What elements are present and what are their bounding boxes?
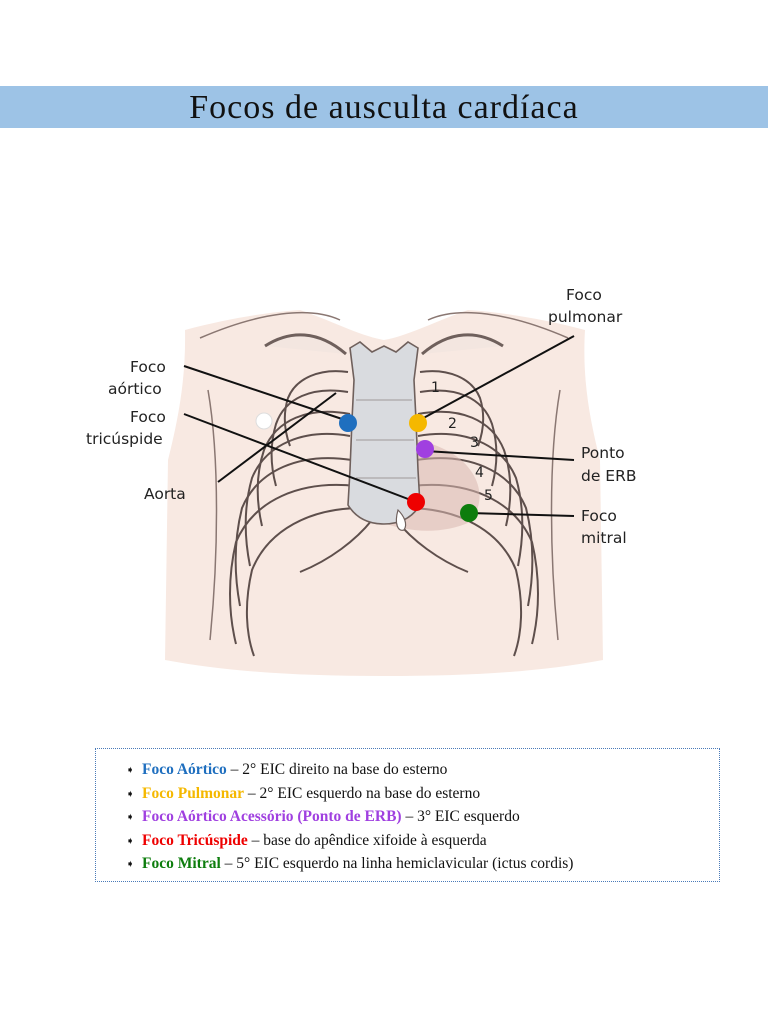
rib-number-5: 5 <box>484 488 493 504</box>
arrow-bullet-icon: ➧ <box>126 835 135 847</box>
label-aorta: Aorta <box>144 485 186 503</box>
legend-focus-name: Foco Mitral <box>142 855 221 872</box>
arrow-bullet-icon: ➧ <box>126 812 135 823</box>
legend-item-tricuspid: ➧ Foco Tricúspide – base do apêndice xifo… <box>126 829 573 853</box>
tricuspid-focus-dot <box>407 493 425 511</box>
title-band <box>0 86 768 128</box>
legend-focus-name: Foco Pulmonar <box>142 784 245 802</box>
legend-list: ➧ Foco Aórtico – 2° EIC direito na base d… <box>126 758 573 876</box>
legend-description: – 3° EIC esquerdo <box>401 808 520 825</box>
label-ponto-erb-line1: Ponto <box>581 444 625 462</box>
label-foco-pulmonar-line1: Foco <box>566 286 602 304</box>
sternal-segments <box>356 399 416 479</box>
arrow-bullet-icon: ➧ <box>126 788 135 800</box>
auscultation-diagram: 1 2 3 4 5 Foco pulmonar Foco aórtico Foc… <box>0 270 768 690</box>
label-foco-pulmonar-line2: pulmonar <box>548 308 623 326</box>
legend-item-pulmonary: ➧ Foco Pulmonar – 2° EIC esquerdo na base… <box>126 782 573 806</box>
label-foco-mitral-line1: Foco <box>581 507 617 525</box>
rib-number-3: 3 <box>470 435 479 451</box>
rib-number-1: 1 <box>431 380 440 396</box>
arrow-bullet-icon: ➧ <box>126 859 135 870</box>
left-clavicle <box>421 333 504 356</box>
pulmonary-focus-dot <box>409 414 427 432</box>
erb-point-dot <box>416 440 434 458</box>
legend-description: – 5° EIC esquerdo na linha hemiclavicula… <box>220 855 574 872</box>
label-foco-tricuspide-line2: tricúspide <box>86 430 163 448</box>
legend-description: – 2° EIC direito na base do esterno <box>226 761 448 778</box>
label-foco-tricuspide-line1: Foco <box>130 408 166 426</box>
aorta-marker <box>255 412 273 430</box>
rib-number-4: 4 <box>475 465 484 481</box>
leader-lines <box>183 335 575 517</box>
rib-number-2: 2 <box>448 416 457 432</box>
shoulder-outline <box>199 311 569 339</box>
arm-outline <box>207 389 561 641</box>
legend-item-aortic: ➧ Foco Aórtico – 2° EIC direito na base d… <box>126 758 573 782</box>
label-foco-mitral-line2: mitral <box>581 529 627 547</box>
legend-item-erb: ➧ Foco Aórtico Acessório (Ponto de ERB) –… <box>126 805 573 829</box>
legend-description: – 2° EIC esquerdo na base do esterno <box>244 784 481 802</box>
label-ponto-erb-line2: de ERB <box>581 467 637 485</box>
legend-description: – base do apêndice xifoide à esquerda <box>247 831 487 849</box>
legend-box: ➧ Foco Aórtico – 2° EIC direito na base d… <box>95 748 720 882</box>
legend-focus-name: Foco Aórtico <box>142 761 227 778</box>
page-title: Focos de ausculta cardíaca <box>189 89 579 126</box>
legend-item-mitral: ➧ Foco Mitral – 5° EIC esquerdo na linha … <box>126 852 573 876</box>
chest-illustration: 1 2 3 4 5 Foco pulmonar Foco aórtico Foc… <box>86 286 637 676</box>
arrow-bullet-icon: ➧ <box>126 765 135 776</box>
right-clavicle <box>264 333 347 356</box>
label-foco-aortico-line2: aórtico <box>108 380 162 398</box>
mitral-focus-dot <box>460 504 478 522</box>
xiphoid <box>395 508 407 531</box>
aortic-focus-dot <box>339 414 357 432</box>
label-foco-aortico-line1: Foco <box>130 358 166 376</box>
legend-focus-name: Foco Aórtico Acessório (Ponto de ERB) <box>142 808 402 825</box>
legend-focus-name: Foco Tricúspide <box>142 831 248 849</box>
